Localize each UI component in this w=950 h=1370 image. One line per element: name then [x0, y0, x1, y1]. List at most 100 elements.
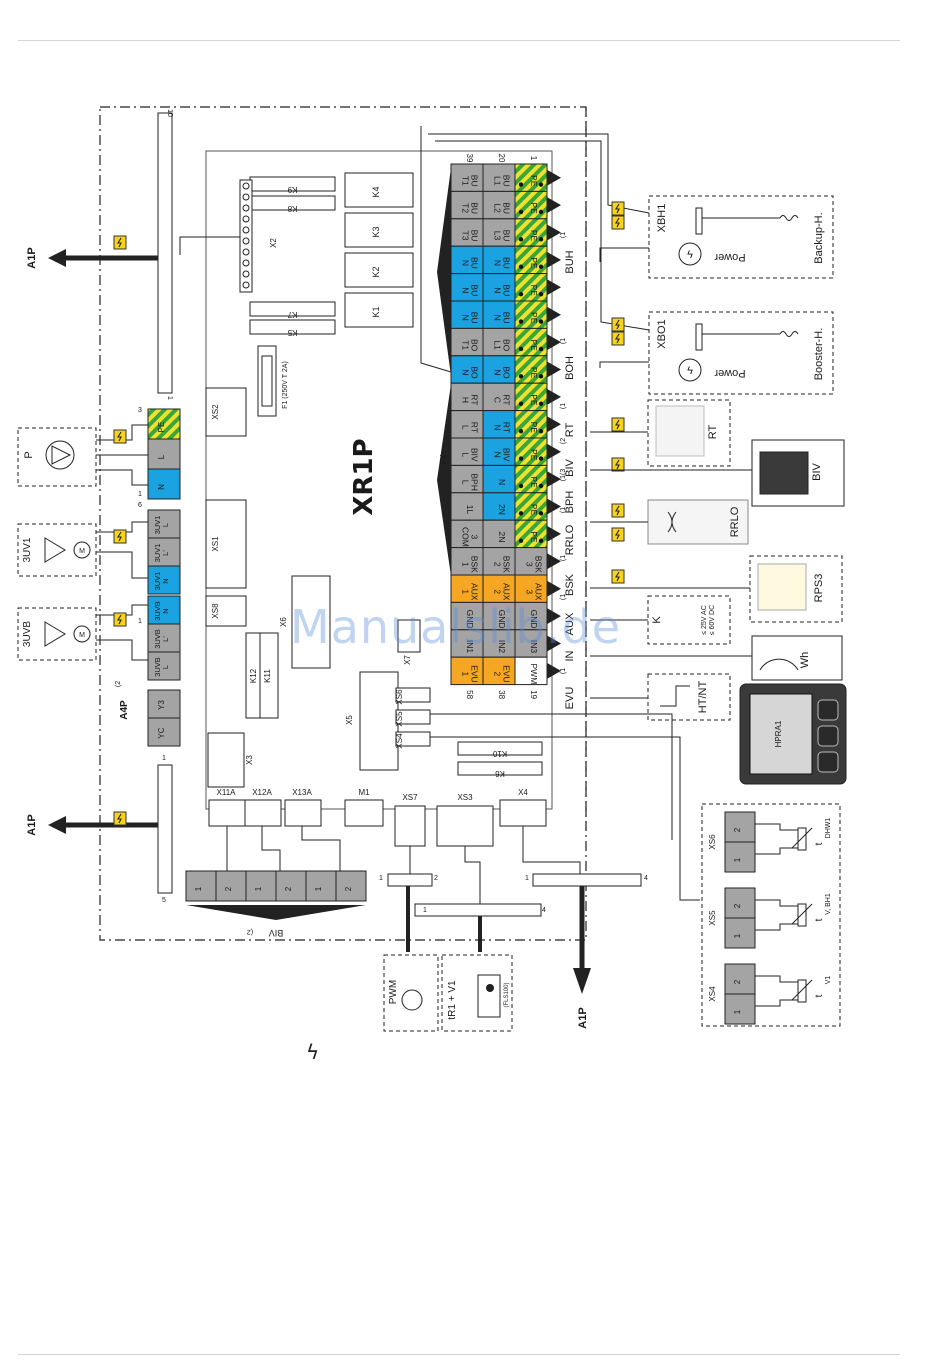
terminal-cell	[482, 464, 516, 494]
connector-label: XS7	[402, 793, 418, 802]
sensor-pin: 1	[733, 933, 742, 938]
pin	[242, 237, 250, 245]
heater-id: XBO1	[656, 319, 668, 348]
a4p-terminal	[147, 689, 181, 719]
terminal-arrow	[547, 662, 561, 679]
right-label-sup: (1	[560, 403, 567, 409]
terminal-label: BSK2	[492, 556, 511, 573]
sensor-sub: DHW1	[825, 818, 832, 839]
terminal-arrow	[547, 498, 561, 515]
motor-icon	[73, 541, 91, 559]
terminal-cell	[482, 574, 516, 603]
term-num: 1	[138, 618, 142, 625]
heater-name: Booster-H.	[813, 328, 825, 381]
wire	[96, 551, 148, 579]
terminal-label: GND	[465, 610, 475, 629]
connector-xs6	[395, 687, 431, 703]
terminal-label: PE	[529, 449, 539, 461]
lightning-note-icon: ϟ	[306, 1040, 320, 1064]
pin	[242, 204, 250, 212]
junction-dot	[538, 401, 544, 406]
junction-dot	[518, 346, 524, 352]
connector-x11a	[208, 799, 246, 827]
wire	[791, 903, 813, 925]
sensor-conn: XS5	[708, 910, 717, 926]
pin	[242, 270, 250, 278]
junction-dot	[538, 456, 544, 461]
uvb-terminal	[147, 595, 181, 625]
wire-buh	[420, 126, 452, 373]
pump-terminal-label: PE	[157, 422, 166, 433]
pin	[242, 215, 250, 223]
fan-icon	[667, 511, 677, 533]
connector-x4	[499, 799, 547, 827]
junction-dot	[518, 264, 524, 269]
k-spec: ≤ 25V AC≤ 60V DC	[701, 605, 716, 635]
pump-frame	[17, 427, 97, 487]
right-label-sup: (1	[560, 668, 567, 674]
terminal-cell	[514, 327, 548, 357]
a4p-label: A4P	[119, 700, 130, 720]
terminal-label: EVU1	[460, 665, 479, 682]
biv-bottom-label: BIV	[269, 928, 284, 938]
terminal-label: RTC	[492, 394, 511, 405]
a1p-label-down: A1P	[577, 1007, 589, 1028]
right-label-text: RRLO	[564, 524, 576, 555]
junction-dot	[538, 346, 544, 352]
warning-icon	[113, 235, 127, 250]
terminal-arrow	[547, 361, 561, 378]
warning-icon	[611, 417, 625, 432]
motor-label: M	[79, 632, 85, 639]
terminal-cell	[482, 273, 516, 302]
pump-terminal-label: L	[157, 454, 166, 459]
rps3-label: RPS3	[813, 574, 825, 603]
right-label-sup: (1	[560, 594, 567, 600]
uv1-terminal	[147, 565, 181, 595]
terminal-label: BOL1	[492, 339, 511, 352]
relay	[249, 319, 336, 335]
right-label-text: RT	[564, 422, 576, 437]
right-label: RRLO(1	[560, 507, 576, 555]
connector-label: XS2	[211, 404, 220, 420]
lightning-icon	[615, 505, 620, 516]
connector-label: X7	[403, 655, 412, 665]
wire	[755, 999, 800, 1007]
thermistor-icon	[797, 979, 807, 1003]
power-icon	[678, 242, 702, 266]
term-num: 1	[138, 491, 142, 498]
pump-icon	[45, 440, 75, 470]
power-bolt: ϟ	[687, 249, 693, 261]
rail-num: 1	[379, 875, 383, 882]
wire	[522, 826, 581, 874]
warning-icon	[611, 201, 625, 216]
hpra-button	[817, 699, 839, 721]
terminal-label: PE	[529, 531, 539, 543]
flow-sensor-icon	[486, 984, 494, 992]
relay-label: K8	[287, 204, 297, 213]
relay-label: K1	[371, 306, 381, 317]
arrow-head	[48, 249, 66, 267]
terminal-label: 2N	[497, 531, 507, 542]
pin	[242, 281, 250, 289]
sensor-label: t	[814, 918, 825, 921]
coil-icon	[779, 215, 799, 221]
terminal-label: 3COM	[460, 527, 479, 547]
step-icon	[660, 685, 690, 707]
relay-label: K3	[371, 226, 381, 237]
hpra-label: HPRA1	[774, 720, 783, 747]
sensor-label: t	[814, 994, 825, 997]
relay-label: K6	[495, 769, 505, 778]
rrlo-label: RRLO	[729, 506, 741, 537]
terminal-label: AUX3	[524, 583, 543, 601]
terminal-label: IN1	[465, 640, 475, 654]
k-frame	[647, 595, 731, 645]
terminal-label: BSK3	[524, 556, 543, 573]
valve-icon	[44, 537, 66, 563]
sensor-terminal	[724, 963, 756, 995]
terminal-label: BON	[492, 366, 511, 379]
right-label: BPH(1(3	[560, 469, 576, 514]
lightning-icon	[117, 431, 122, 442]
wire-xbo1	[435, 140, 650, 331]
